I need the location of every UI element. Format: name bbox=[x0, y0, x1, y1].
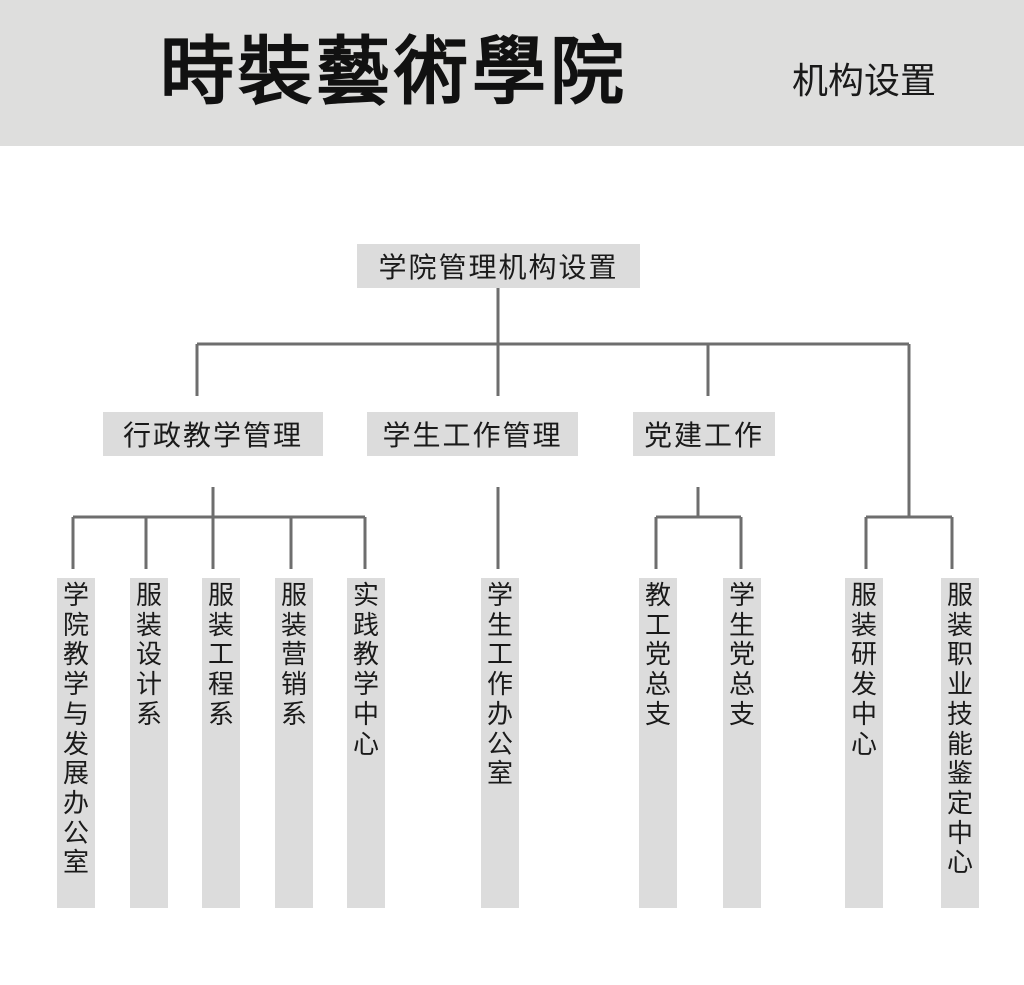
unit-char: 装 bbox=[135, 610, 162, 641]
unit-char: 支 bbox=[728, 699, 755, 730]
unit-char: 中 bbox=[850, 699, 877, 730]
unit-char: 工 bbox=[486, 640, 513, 671]
unit-skill-appraisal-center: 服装职业技能鉴定中心 bbox=[941, 578, 979, 908]
unit-char: 教 bbox=[644, 581, 671, 611]
unit-char: 业 bbox=[946, 670, 973, 701]
unit-char: 系 bbox=[207, 699, 234, 730]
unit-char: 学 bbox=[486, 581, 513, 611]
unit-char: 总 bbox=[728, 670, 755, 701]
unit-fashion-marketing-dept: 服装营销系 bbox=[275, 578, 313, 908]
unit-char: 院 bbox=[62, 610, 89, 641]
unit-char: 作 bbox=[486, 670, 513, 701]
unit-char: 研 bbox=[850, 640, 877, 671]
unit-char: 支 bbox=[644, 699, 671, 730]
unit-fashion-design-dept: 服装设计系 bbox=[130, 578, 168, 908]
unit-char: 工 bbox=[644, 610, 671, 641]
unit-char: 服 bbox=[135, 581, 162, 611]
unit-char: 实 bbox=[352, 581, 379, 611]
unit-char: 设 bbox=[135, 640, 162, 671]
unit-char: 服 bbox=[207, 581, 234, 611]
unit-faculty-party-branch: 教工党总支 bbox=[639, 578, 677, 908]
root-node: 学院管理机构设置 bbox=[357, 244, 640, 288]
unit-char: 营 bbox=[280, 640, 307, 671]
unit-char: 心 bbox=[352, 729, 379, 760]
unit-char: 装 bbox=[280, 610, 307, 641]
unit-char: 装 bbox=[946, 610, 973, 641]
unit-char: 公 bbox=[62, 818, 89, 849]
college-title: 時裝藝術學院 bbox=[160, 29, 628, 115]
unit-char: 党 bbox=[644, 640, 671, 671]
unit-practical-teaching-center: 实践教学中心 bbox=[347, 578, 385, 908]
unit-char: 计 bbox=[135, 670, 162, 701]
unit-student-party-branch: 学生党总支 bbox=[723, 578, 761, 908]
unit-fashion-rd-center: 服装研发中心 bbox=[845, 578, 883, 908]
unit-char: 展 bbox=[62, 759, 89, 790]
unit-char: 鉴 bbox=[946, 759, 973, 790]
unit-char: 生 bbox=[486, 610, 513, 641]
unit-char: 销 bbox=[280, 670, 307, 701]
group-party-building: 党建工作 bbox=[633, 412, 775, 456]
header-banner: 時裝藝術學院 机构设置 bbox=[0, 0, 1024, 146]
unit-char: 服 bbox=[946, 581, 973, 611]
unit-char: 能 bbox=[946, 729, 973, 760]
unit-char: 学 bbox=[728, 581, 755, 611]
unit-char: 学 bbox=[352, 670, 379, 701]
unit-char: 心 bbox=[946, 848, 973, 879]
unit-char: 工 bbox=[207, 640, 234, 671]
unit-char: 心 bbox=[850, 729, 877, 760]
unit-char: 服 bbox=[850, 581, 877, 611]
unit-char: 生 bbox=[728, 610, 755, 641]
unit-char: 定 bbox=[946, 788, 973, 819]
group-admin-teaching: 行政教学管理 bbox=[103, 412, 323, 456]
unit-char: 装 bbox=[850, 610, 877, 641]
unit-char: 发 bbox=[62, 729, 89, 760]
unit-char: 践 bbox=[352, 610, 379, 641]
unit-char: 室 bbox=[62, 848, 89, 879]
unit-char: 室 bbox=[486, 759, 513, 790]
unit-char: 办 bbox=[486, 699, 513, 730]
unit-char: 中 bbox=[352, 699, 379, 730]
unit-student-affairs-office: 学生工作办公室 bbox=[481, 578, 519, 908]
unit-char: 与 bbox=[62, 699, 89, 730]
unit-char: 学 bbox=[62, 581, 89, 611]
unit-fashion-engineering-dept: 服装工程系 bbox=[202, 578, 240, 908]
unit-char: 中 bbox=[946, 818, 973, 849]
unit-char: 系 bbox=[280, 699, 307, 730]
unit-char: 教 bbox=[352, 640, 379, 671]
unit-char: 总 bbox=[644, 670, 671, 701]
unit-char: 发 bbox=[850, 670, 877, 701]
unit-char: 学 bbox=[62, 670, 89, 701]
unit-char: 教 bbox=[62, 640, 89, 671]
page-subtitle: 机构设置 bbox=[792, 61, 937, 102]
group-student-affairs: 学生工作管理 bbox=[367, 412, 578, 456]
unit-char: 程 bbox=[207, 670, 234, 701]
unit-char: 技 bbox=[946, 699, 973, 730]
unit-char: 办 bbox=[62, 788, 89, 819]
unit-char: 公 bbox=[486, 729, 513, 760]
unit-char: 党 bbox=[728, 640, 755, 671]
unit-char: 服 bbox=[280, 581, 307, 611]
unit-char: 系 bbox=[135, 699, 162, 730]
unit-teaching-development-office: 学院教学与发展办公室 bbox=[57, 578, 95, 908]
unit-char: 职 bbox=[946, 640, 973, 671]
unit-char: 装 bbox=[207, 610, 234, 641]
